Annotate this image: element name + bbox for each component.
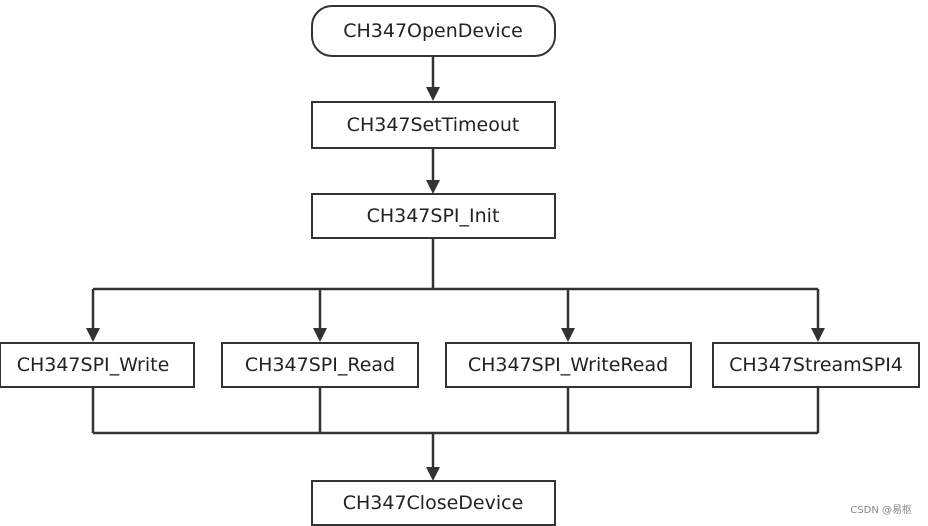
node-spi-init-box bbox=[311, 193, 556, 239]
arrow-to-init bbox=[426, 180, 440, 194]
node-spi-read: CH347SPI_Read bbox=[221, 342, 419, 388]
node-stream-spi4: CH347StreamSPI4 bbox=[712, 342, 920, 388]
node-open-device-label: CH347OpenDevice bbox=[343, 20, 523, 42]
node-set-timeout: CH347SetTimeout bbox=[311, 101, 556, 149]
node-close-device: CH347CloseDevice bbox=[311, 480, 556, 526]
watermark: CSDN @易枢 bbox=[850, 505, 912, 516]
node-stream-spi4-box bbox=[712, 342, 920, 388]
node-open-device-box bbox=[311, 5, 556, 57]
arrow-to-read bbox=[313, 328, 327, 342]
arrow-to-close bbox=[426, 467, 440, 481]
node-spi-init-label: CH347SPI_Init bbox=[367, 205, 500, 227]
node-close-device-label: CH347CloseDevice bbox=[343, 492, 524, 514]
node-stream-spi4-label: CH347StreamSPI4 bbox=[729, 354, 903, 376]
arrow-to-write bbox=[86, 328, 100, 342]
node-open-device: CH347OpenDevice bbox=[311, 5, 556, 57]
node-spi-writeread-label: CH347SPI_WriteRead bbox=[468, 354, 668, 376]
node-spi-read-box bbox=[221, 342, 419, 388]
node-spi-writeread-box bbox=[445, 342, 692, 388]
node-spi-write: CH347SPI_Write bbox=[0, 342, 195, 388]
arrow-to-writeread bbox=[561, 328, 575, 342]
node-spi-read-label: CH347SPI_Read bbox=[245, 354, 395, 376]
node-close-device-box bbox=[311, 480, 556, 526]
node-set-timeout-label: CH347SetTimeout bbox=[347, 114, 520, 136]
node-spi-write-box bbox=[0, 342, 195, 388]
arrow-to-timeout bbox=[426, 87, 440, 101]
node-spi-writeread: CH347SPI_WriteRead bbox=[445, 342, 692, 388]
edges bbox=[86, 56, 825, 481]
node-set-timeout-box bbox=[311, 101, 556, 149]
node-spi-write-label: CH347SPI_Write bbox=[17, 354, 170, 376]
node-spi-init: CH347SPI_Init bbox=[311, 193, 556, 239]
arrow-to-stream bbox=[811, 328, 825, 342]
